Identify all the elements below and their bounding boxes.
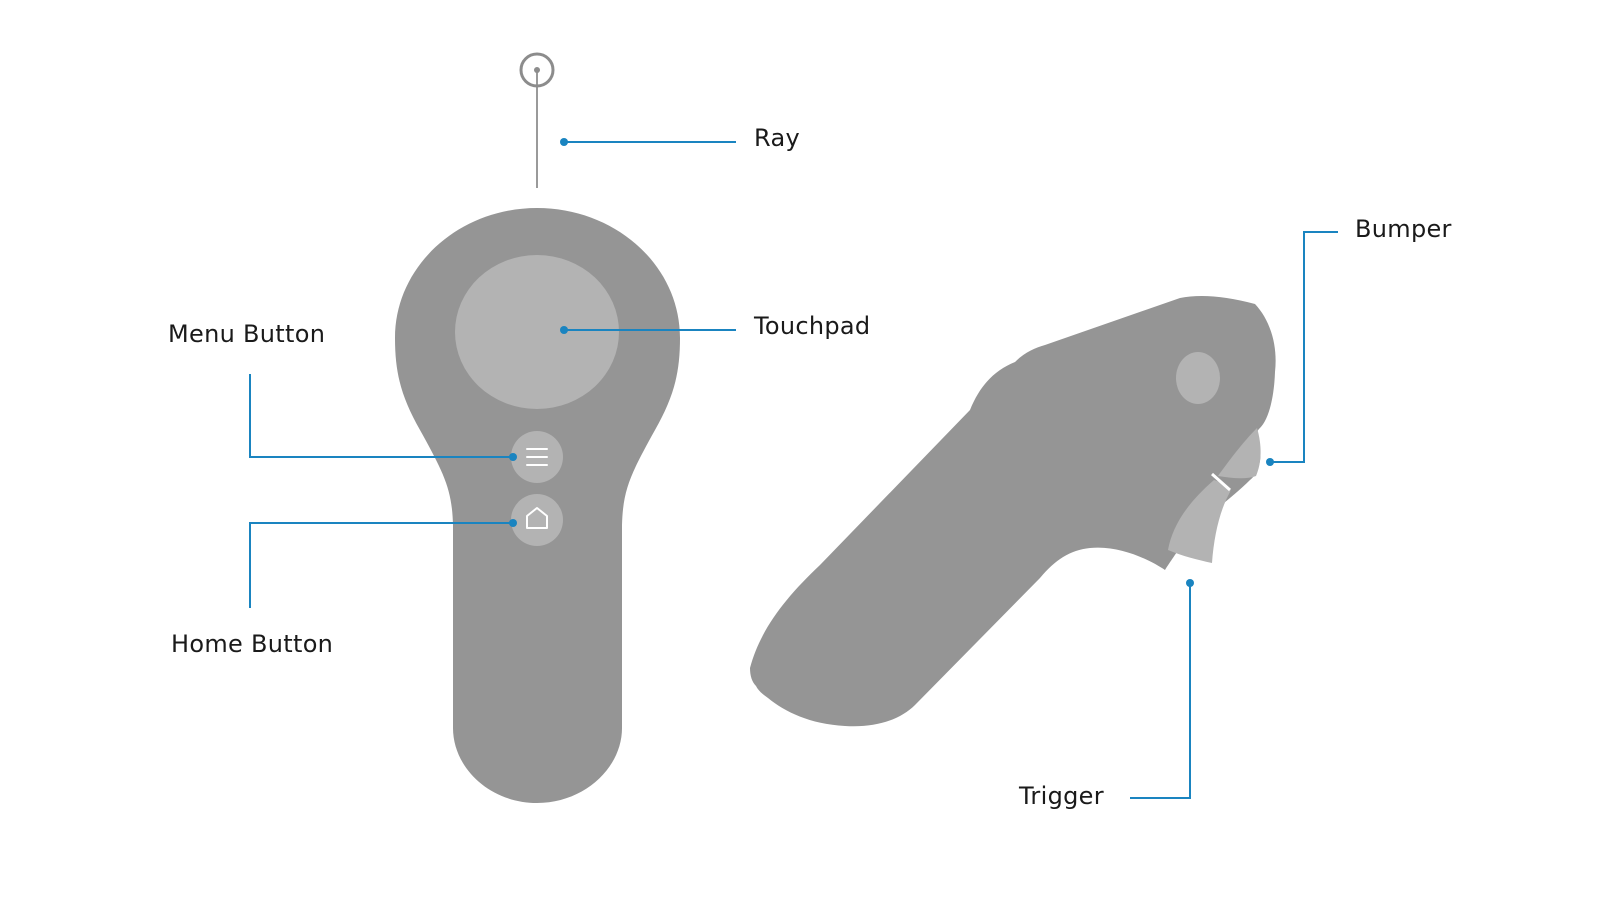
- controller-front: [395, 208, 680, 803]
- touchpad[interactable]: [455, 255, 619, 409]
- callouts: [249, 141, 1338, 799]
- menu-button-callout: [249, 374, 513, 458]
- ray-cursor-dot: [534, 67, 540, 73]
- menu-icon: [526, 448, 548, 466]
- ray-label: Ray: [754, 124, 800, 152]
- home-button[interactable]: [511, 494, 563, 546]
- bumper-label: Bumper: [1355, 215, 1452, 243]
- menu-button[interactable]: [511, 431, 563, 483]
- controller-side-body: [750, 296, 1276, 727]
- bumper-callout: [1270, 231, 1338, 463]
- menu-button-label: Menu Button: [168, 320, 326, 348]
- controller-side: [750, 296, 1276, 727]
- home-button-label: Home Button: [171, 630, 334, 658]
- home-button-callout: [249, 522, 513, 608]
- side-button[interactable]: [1176, 352, 1220, 404]
- ray: [519, 52, 555, 188]
- bumper[interactable]: [1218, 428, 1261, 479]
- touchpad-label: Touchpad: [754, 312, 871, 340]
- ray-cursor: [519, 52, 555, 88]
- bumper-trigger-gap: [1211, 472, 1231, 492]
- home-icon: [526, 507, 548, 529]
- callout-dots: [509, 138, 1274, 587]
- trigger-callout: [1130, 583, 1191, 799]
- trigger[interactable]: [1168, 480, 1231, 563]
- trigger-label: Trigger: [1019, 782, 1104, 810]
